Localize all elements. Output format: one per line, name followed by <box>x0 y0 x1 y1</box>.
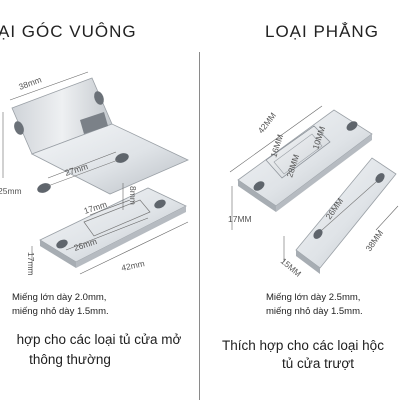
right-title: LOẠI PHẲNG <box>265 22 379 41</box>
dim-plate-height-right: 17MM <box>228 214 252 224</box>
mount-hole <box>253 181 265 191</box>
dim-plate-width: 42mm <box>120 258 145 273</box>
mount-hole <box>154 199 166 209</box>
left-dimension-lines <box>2 71 189 275</box>
dim-plate-height-2: 15MM <box>279 256 304 279</box>
mount-hole <box>94 91 104 105</box>
flat-magnet-plate <box>237 109 373 212</box>
left-usage-line-2: thông thường <box>29 352 111 367</box>
dim-slot-height: 8mm <box>128 186 138 205</box>
left-spec-line-1: Miếng lớn dày 2.0mm, <box>12 292 107 303</box>
angle-bracket-upright <box>11 77 189 195</box>
strike-plate-left <box>39 187 187 268</box>
left-title: ẠI GÓC VUÔNG <box>0 22 137 41</box>
right-dimension-lines <box>229 105 399 262</box>
mount-hole <box>115 153 129 163</box>
mount-hole <box>313 229 323 239</box>
column-divider <box>199 52 200 400</box>
dim-plate-height: 17mm <box>26 252 36 276</box>
mount-hole <box>14 121 24 135</box>
magnet-housing <box>265 125 331 179</box>
right-usage-line-1: Thích hợp cho các loại hộc <box>222 338 384 353</box>
dim-plate-length-2: 38MM <box>363 228 385 253</box>
mount-hole <box>56 239 68 249</box>
mount-hole <box>37 183 51 193</box>
dim-plate-length: 42MM <box>256 110 278 135</box>
right-usage-line-2: tủ cửa trượt <box>282 356 354 371</box>
right-spec-line-1: Miếng lớn dày 2.5mm, <box>266 292 361 303</box>
right-spec-line-2: miếng nhỏ dày 1.5mm. <box>266 306 363 317</box>
flat-strike-plate <box>295 157 397 274</box>
mount-hole <box>375 173 385 183</box>
dim-left-height: 25mm <box>0 186 22 196</box>
mount-hole <box>346 121 358 131</box>
left-spec-line-2: miếng nhỏ dày 1.5mm. <box>12 306 109 317</box>
left-usage-line-1: hợp cho các loại tủ cửa mở <box>16 332 182 347</box>
